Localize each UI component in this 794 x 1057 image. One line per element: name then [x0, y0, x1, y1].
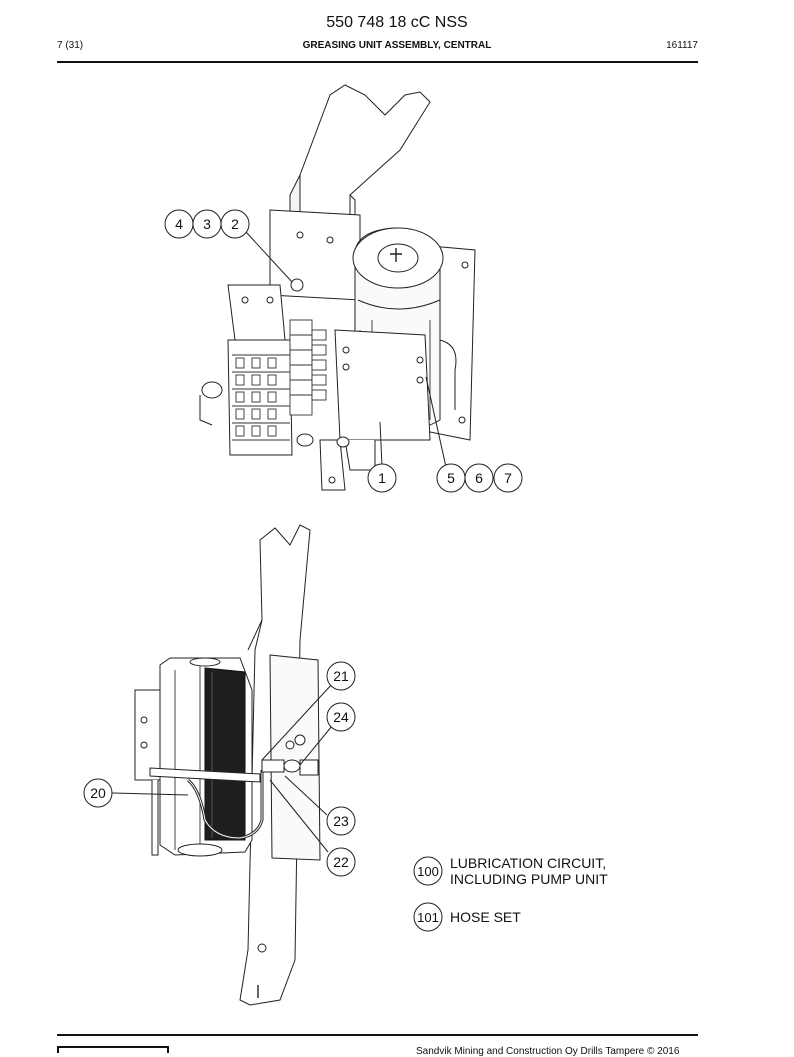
callout-22: 22 — [326, 847, 356, 877]
svg-text:4: 4 — [175, 216, 183, 232]
callout-6: 6 — [464, 463, 494, 493]
bottom-assembly-illustration — [134, 524, 321, 1006]
page-number: 7 (31) — [57, 40, 84, 51]
callout-balloons-bottom: 21 24 20 23 22 — [83, 661, 356, 877]
legend-100-line2: INCLUDING PUMP UNIT — [450, 871, 608, 887]
legend-item-101: HOSE SET — [450, 909, 521, 925]
header-rule — [57, 61, 698, 63]
callout-3: 3 — [192, 209, 222, 239]
svg-text:22: 22 — [333, 854, 349, 870]
legend-100-line1: LUBRICATION CIRCUIT, — [450, 855, 607, 871]
callout-24: 24 — [326, 702, 356, 732]
callout-5: 5 — [436, 463, 466, 493]
svg-text:100: 100 — [417, 864, 439, 879]
legend-101-line1: HOSE SET — [450, 909, 521, 925]
svg-text:3: 3 — [203, 216, 211, 232]
top-assembly-illustration — [199, 84, 476, 491]
callout-balloons-top: 4 3 2 1 5 6 7 — [164, 209, 523, 493]
callout-1: 1 — [367, 463, 397, 493]
callout-23: 23 — [326, 806, 356, 836]
svg-text:6: 6 — [475, 470, 483, 486]
legend-balloon-100: 100 — [413, 856, 443, 886]
legend-item-100: LUBRICATION CIRCUIT, INCLUDING PUMP UNIT — [450, 855, 608, 887]
svg-text:24: 24 — [333, 709, 349, 725]
company-logo — [57, 1046, 169, 1053]
svg-text:1: 1 — [378, 470, 386, 486]
legend-balloon-101: 101 — [413, 902, 443, 932]
svg-text:20: 20 — [90, 785, 106, 801]
footer-rule — [57, 1034, 698, 1036]
svg-text:7: 7 — [504, 470, 512, 486]
legend-balloons: 100 101 — [413, 856, 443, 932]
document-part-number: 550 748 18 cC NSS — [326, 14, 468, 31]
callout-21: 21 — [326, 661, 356, 691]
callout-7: 7 — [493, 463, 523, 493]
document-date: 161117 — [666, 40, 698, 51]
callout-4: 4 — [164, 209, 194, 239]
svg-text:2: 2 — [231, 216, 239, 232]
callout-20: 20 — [83, 778, 113, 808]
svg-text:101: 101 — [417, 910, 439, 925]
svg-text:5: 5 — [447, 470, 455, 486]
document-title: GREASING UNIT ASSEMBLY, CENTRAL — [302, 40, 492, 51]
callout-2: 2 — [220, 209, 250, 239]
footer-copyright: Sandvik Mining and Construction Oy Drill… — [416, 1046, 680, 1057]
svg-text:21: 21 — [333, 668, 349, 684]
svg-text:23: 23 — [333, 813, 349, 829]
